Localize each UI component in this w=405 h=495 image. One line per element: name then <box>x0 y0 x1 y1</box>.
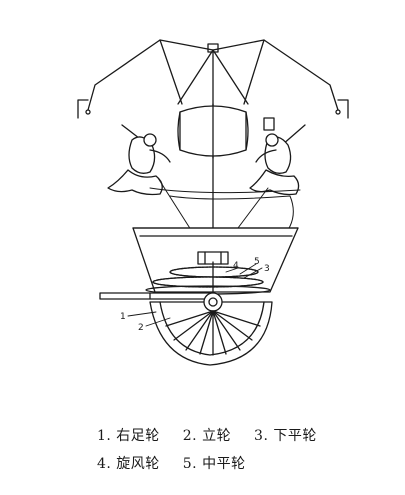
part-label-2: 2 <box>138 323 144 333</box>
cart-shaft <box>99 292 211 300</box>
right-wheel <box>149 292 273 366</box>
right-figure <box>249 117 306 196</box>
drum <box>177 103 249 159</box>
canopy <box>77 39 349 119</box>
part-label-5: 5 <box>254 257 260 267</box>
leader-lines <box>127 263 263 327</box>
legend-item-whirlwind-wheel: 4. 旋风轮 <box>97 456 160 472</box>
legend-item-right-foot-wheel: 1. 右足轮 <box>97 428 160 444</box>
legend-row-1: 1. 右足轮 2. 立轮 3. 下平轮 <box>97 425 335 445</box>
left-figure <box>107 124 171 196</box>
pole-top-cap <box>207 43 219 53</box>
part-label-4: 4 <box>233 261 239 271</box>
gear-assembly <box>145 251 271 301</box>
part-label-1: 1 <box>120 312 126 322</box>
legend-item-vertical-wheel: 2. 立轮 <box>182 428 232 444</box>
cart-diagram: 1 2 3 4 5 <box>77 39 349 366</box>
legend-item-middle-flat-wheel: 5. 中平轮 <box>182 456 246 472</box>
legend-item-lower-flat-wheel: 3. 下平轮 <box>254 428 317 444</box>
part-label-3: 3 <box>264 264 270 274</box>
legend-row-2: 4. 旋风轮 5. 中平轮 <box>97 453 264 473</box>
